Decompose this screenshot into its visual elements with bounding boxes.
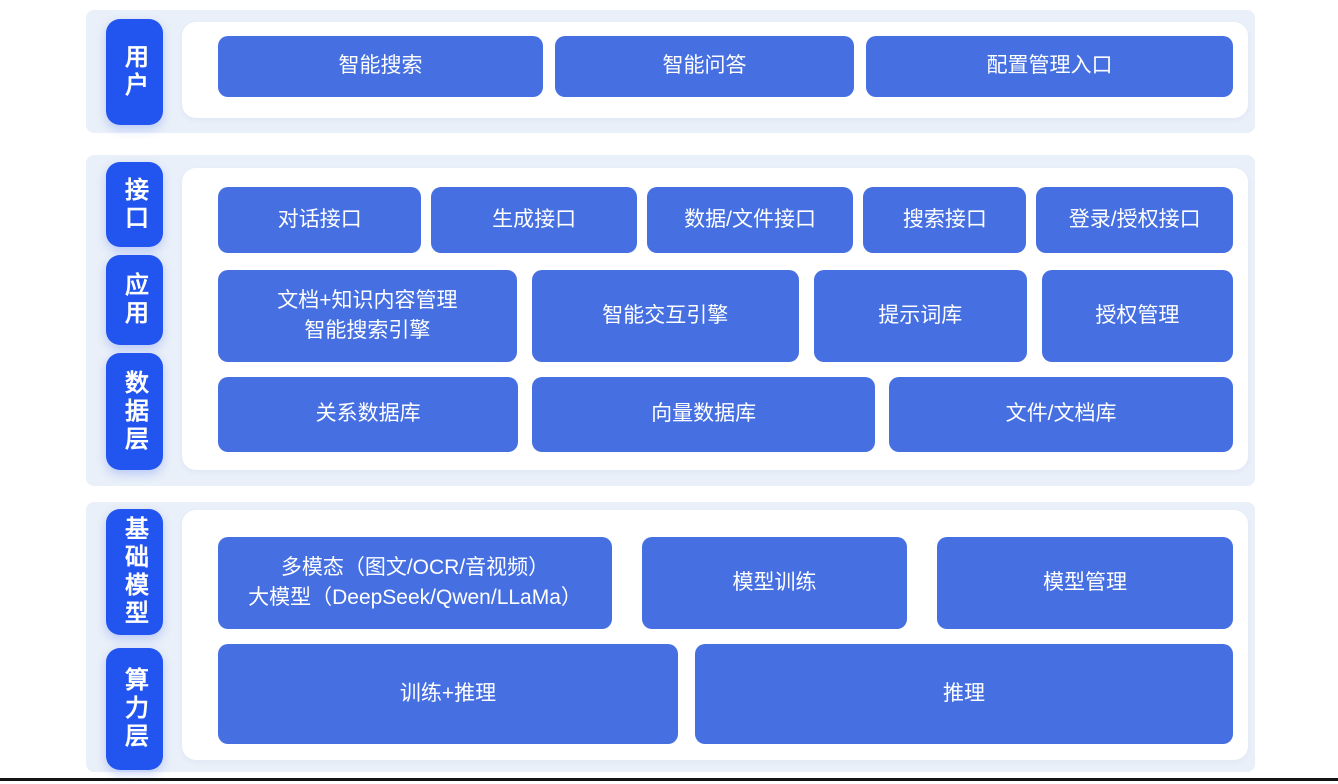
block-training-inference: 训练+推理 [218,644,678,744]
data-row: 关系数据库 向量数据库 文件/文档库 [218,377,1233,452]
block-doc-knowledge-management: 文档+知识内容管理 智能搜索引擎 [218,270,517,362]
compute-row: 训练+推理 推理 [218,644,1233,744]
block-intelligent-interaction-engine: 智能交互引擎 [531,270,799,362]
bottom-layer-card: 多模态（图文/OCR/音视频） 大模型（DeepSeek/Qwen/LLaMa）… [182,510,1248,760]
block-data-file-api: 数据/文件接口 [646,187,854,253]
block-prompt-library: 提示词库 [813,270,1027,362]
block-model-management: 模型管理 [937,537,1233,629]
block-config-management-entry: 配置管理入口 [866,36,1233,97]
block-intelligent-search: 智能搜索 [218,36,543,97]
block-model-training: 模型训练 [642,537,907,629]
layer-label-data: 数据层 [105,353,163,470]
block-generation-api: 生成接口 [431,187,637,253]
layer-label-user: 用户 [105,18,163,125]
block-authorization-management: 授权管理 [1041,270,1234,362]
layer-label-interface: 接口 [105,162,163,247]
interface-row: 对话接口 生成接口 数据/文件接口 搜索接口 登录/授权接口 [218,187,1234,253]
block-search-api: 搜索接口 [863,187,1027,253]
block-dialog-api: 对话接口 [218,187,422,253]
layer-label-base-model: 基础模型 [105,509,163,635]
middle-layer-label-column: 接口 应用 数据层 [86,155,182,486]
block-login-auth-api: 登录/授权接口 [1036,187,1234,253]
block-relational-database: 关系数据库 [218,377,519,452]
doc-knowledge-line2: 智能搜索引擎 [304,319,431,342]
multimodal-line1: 多模态（图文/OCR/音视频） [280,555,550,579]
block-inference: 推理 [695,644,1233,744]
bottom-layer-label-column: 基础模型 算力层 [86,502,182,772]
multimodal-line2: 大模型（DeepSeek/Qwen/LLaMa） [248,586,582,609]
user-layer-row: 智能搜索 智能问答 配置管理入口 [218,36,1233,97]
user-layer-label-column: 用户 [86,10,182,133]
band-middle-layers: 接口 应用 数据层 对话接口 生成接口 数据/文件接口 搜索接口 登录/授权接口… [86,155,1255,486]
layer-label-compute: 算力层 [105,648,163,770]
band-bottom-layers: 基础模型 算力层 多模态（图文/OCR/音视频） 大模型（DeepSeek/Qw… [86,502,1255,772]
band-user-layer: 用户 智能搜索 智能问答 配置管理入口 [86,10,1255,133]
block-vector-database: 向量数据库 [532,377,876,452]
model-row: 多模态（图文/OCR/音视频） 大模型（DeepSeek/Qwen/LLaMa）… [218,537,1233,629]
application-row: 文档+知识内容管理 智能搜索引擎 智能交互引擎 提示词库 授权管理 [218,270,1234,362]
block-file-document-store: 文件/文档库 [889,377,1233,452]
block-intelligent-qa: 智能问答 [555,36,854,97]
bottom-border-line [0,778,1338,781]
block-multimodal-llm: 多模态（图文/OCR/音视频） 大模型（DeepSeek/Qwen/LLaMa） [218,537,612,629]
middle-layer-card: 对话接口 生成接口 数据/文件接口 搜索接口 登录/授权接口 文档+知识内容管理… [182,168,1248,470]
doc-knowledge-line1: 文档+知识内容管理 [277,288,458,312]
layer-label-application: 应用 [105,255,163,345]
user-layer-card: 智能搜索 智能问答 配置管理入口 [182,22,1248,118]
